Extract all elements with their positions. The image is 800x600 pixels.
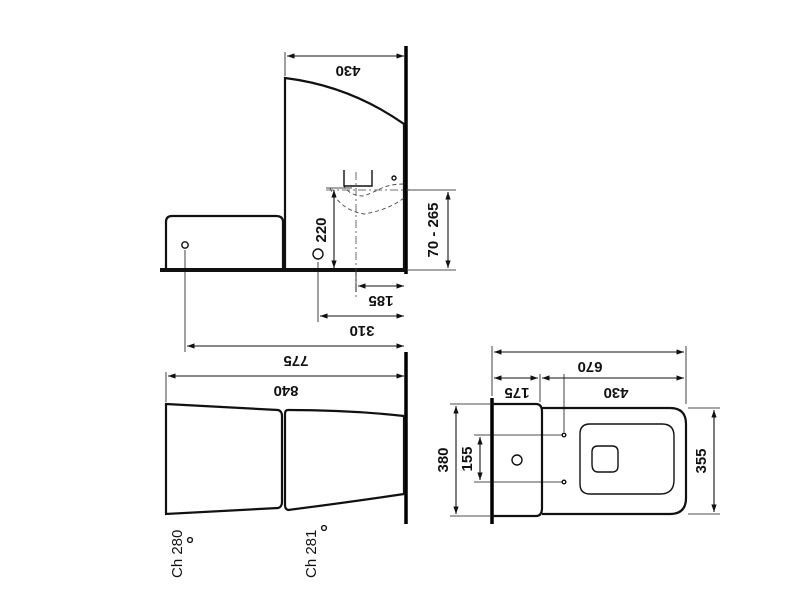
side-trap-lower xyxy=(329,187,405,215)
bowl-code-group: Ch 281 xyxy=(303,524,328,578)
bowl-code-degree-icon xyxy=(320,524,328,532)
tank-code-degree-icon xyxy=(186,536,194,544)
tank-code-group: Ch 280 xyxy=(169,530,194,578)
plan-right-drain-icon xyxy=(511,454,523,466)
plan-right-seat-outline xyxy=(579,423,675,495)
dim-840-label: 840 xyxy=(273,382,298,399)
plan-right-bowl-outline xyxy=(542,406,688,516)
side-connector-fitting xyxy=(343,170,373,187)
side-tank-outline xyxy=(164,214,285,268)
side-drain-outlet-icon xyxy=(312,248,324,260)
dim-355-label: 355 xyxy=(693,448,710,473)
plan-right-bolt-lower-icon xyxy=(561,479,567,485)
dim-380-label: 380 xyxy=(435,447,452,472)
plan-right-bowl-opening xyxy=(591,445,619,473)
dim-175-label: 175 xyxy=(504,384,529,401)
dim-310-label: 310 xyxy=(349,322,374,339)
side-elevation: 430 220 70 - 265 185 310 775 xyxy=(160,46,456,369)
top-view-side: 840 Ch 280 Ch 281 xyxy=(164,352,408,578)
side-flush-button-icon xyxy=(181,241,189,249)
tank-code-label: Ch 280 xyxy=(169,530,186,578)
dim-430-plan-label: 430 xyxy=(603,384,628,401)
bowl-code-label: Ch 281 xyxy=(303,530,320,578)
plan-right-tank-outline xyxy=(492,402,544,518)
side-trap-path xyxy=(343,170,405,197)
dim-70-265-label: 70 - 265 xyxy=(425,202,442,257)
dim-220-label: 220 xyxy=(313,217,330,242)
dim-670-label: 670 xyxy=(577,358,602,375)
side-bowl-outline xyxy=(283,76,406,268)
plan-view-right: 670 175 430 380 155 355 xyxy=(435,346,720,524)
dim-430-top-label: 430 xyxy=(335,62,360,79)
side-connector-dot-icon xyxy=(391,175,397,181)
dim-775-label: 775 xyxy=(283,352,308,369)
dim-185-label: 185 xyxy=(368,292,393,309)
dim-155-label: 155 xyxy=(459,446,476,471)
plan-bowl-outline xyxy=(283,408,406,512)
plan-right-bolt-upper-icon xyxy=(561,432,567,438)
plan-tank-outline xyxy=(164,402,284,516)
